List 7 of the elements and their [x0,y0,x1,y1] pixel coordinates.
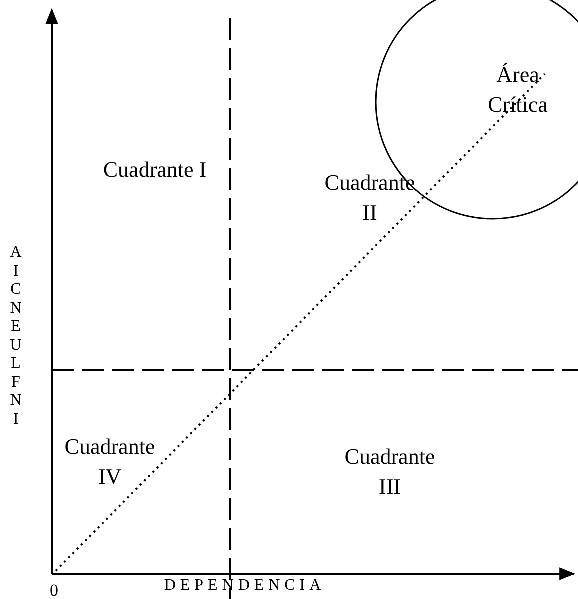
quadrant-label: Cuadrante I [102,156,208,184]
origin-label: 0 [50,582,60,599]
axis-title: DEPENDENCIA [163,576,327,596]
quadrant-label: Cuadrante IV [64,433,156,491]
area-label: Área Crítica [487,61,549,119]
axis-title: AICNEULFNI [10,244,22,429]
quadrant-label: Cuadrante III [344,443,436,501]
